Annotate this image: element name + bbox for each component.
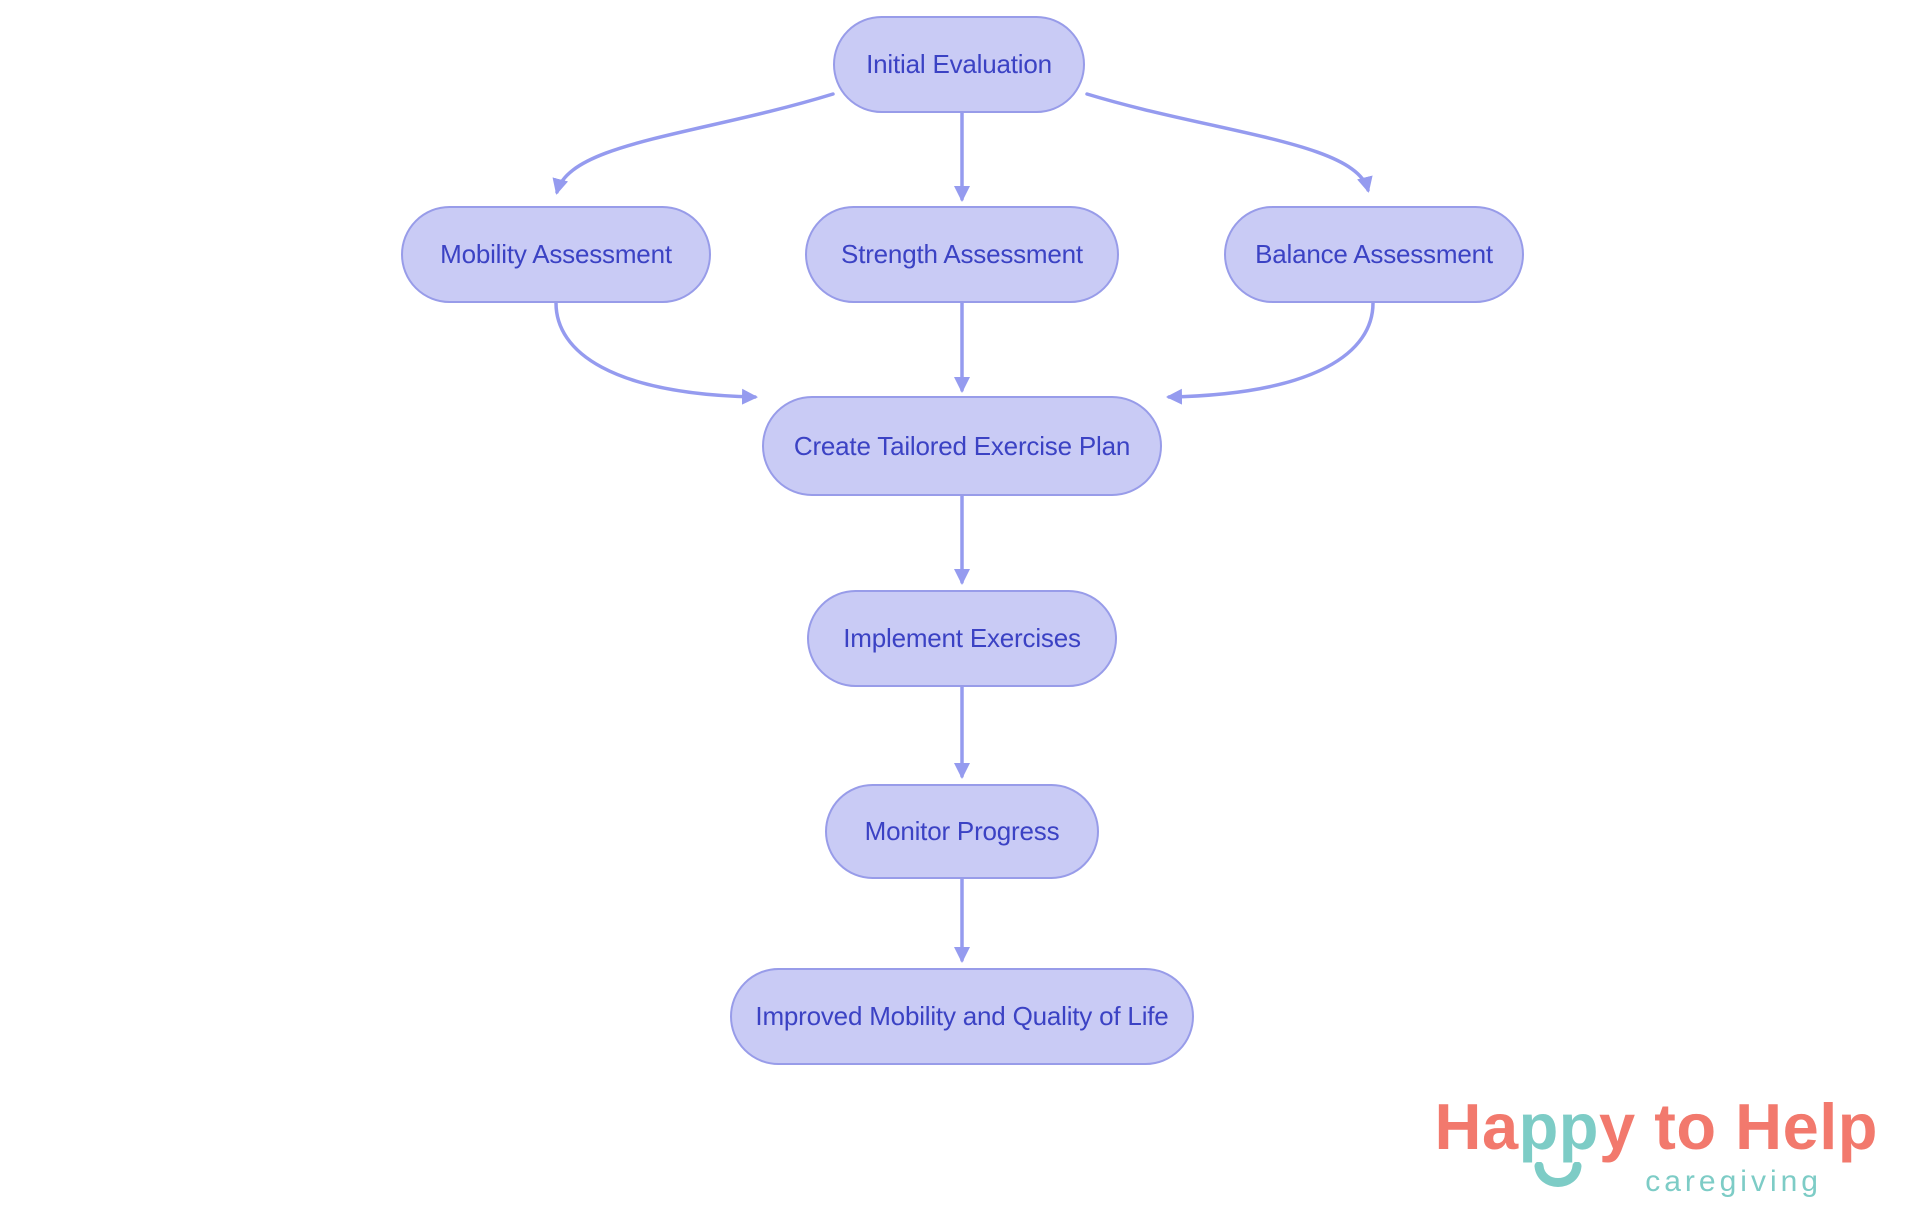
flow-node-implement-exercises: Implement Exercises [807,590,1117,687]
flow-node-monitor-progress: Monitor Progress [825,784,1099,879]
flow-edge-mobility-assessment-to-create-plan [554,301,758,405]
flow-node-strength-assessment: Strength Assessment [805,206,1119,303]
flow-node-create-plan: Create Tailored Exercise Plan [762,396,1162,496]
happy-to-help-logo: Happy to Help caregiving [1435,1094,1879,1199]
logo-text-pp: pp [1518,1090,1600,1163]
flow-node-improved-mobility: Improved Mobility and Quality of Life [730,968,1194,1065]
flow-node-balance-assessment: Balance Assessment [1224,206,1524,303]
flow-edge-balance-assessment-to-create-plan [1166,301,1375,405]
logo-text-ha: Ha [1434,1090,1519,1163]
smile-icon [1534,1162,1581,1187]
flow-edge-initial-evaluation-to-mobility-assessment [552,92,835,195]
flow-node-mobility-assessment: Mobility Assessment [401,206,711,303]
flow-edge-initial-evaluation-to-balance-assessment [1085,92,1373,193]
logo-subtitle: caregiving [1645,1165,1822,1198]
flow-node-initial-evaluation: Initial Evaluation [833,16,1085,113]
logo-text-y-to-help: y to Help [1599,1090,1878,1163]
logo-wordmark: Happy to Help [1435,1094,1879,1187]
